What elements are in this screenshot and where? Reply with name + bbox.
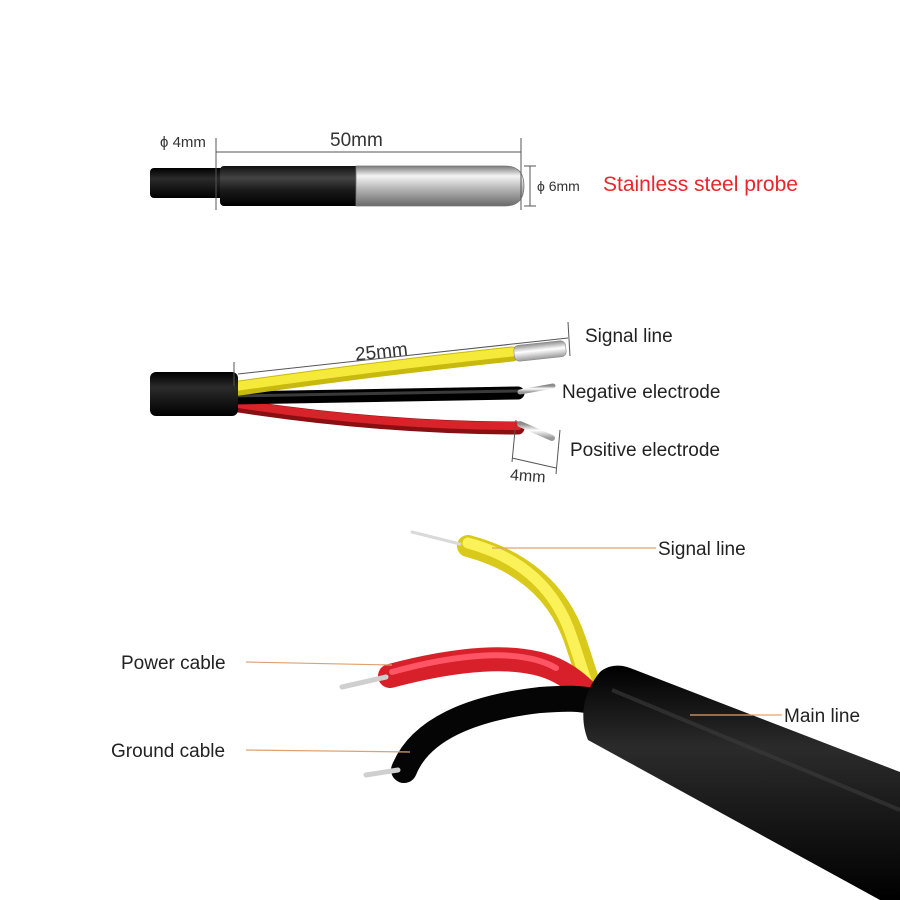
cable-ground-wire — [391, 685, 608, 783]
wire-ends-jacket — [150, 372, 238, 416]
wire-ends-dimension-lines — [233, 321, 571, 475]
probe-lead-diameter-label: ϕ 4mm — [160, 134, 206, 151]
cable-main-label: Main line — [784, 706, 860, 727]
cable-leader-lines — [245, 547, 782, 753]
probe-tip-diameter-label: ϕ 6mm — [537, 178, 580, 194]
cable-signal-wire-tip — [410, 530, 462, 546]
probe-title: Stainless steel probe — [603, 173, 798, 196]
tip-length-label: 4mm — [509, 467, 546, 486]
negative-wire-tip — [517, 383, 556, 395]
cable-power-wire-tip — [339, 674, 389, 690]
cable-ground-label: Ground cable — [111, 741, 225, 762]
probe-lead-cable — [150, 168, 230, 198]
wire-ends-negative-label: Negative electrode — [562, 382, 720, 403]
wire-ends-section: 25mm 4mm Signal line Negative electrode … — [150, 321, 720, 486]
probe-length-label: 50mm — [330, 130, 383, 151]
wire-ends-positive-label: Positive electrode — [570, 440, 720, 461]
signal-wire-tip — [513, 340, 567, 362]
cable-signal-label: Signal line — [658, 539, 746, 560]
probe-dimension-lines — [215, 138, 536, 210]
cable-power-label: Power cable — [121, 653, 226, 674]
probe-steel-tube — [355, 165, 525, 207]
cable-section: Signal line Power cable Ground cable Mai… — [111, 530, 900, 900]
wire-ends-signal-label: Signal line — [585, 326, 673, 347]
probe-sleeve — [220, 166, 360, 206]
cable-ground-wire-tip — [363, 767, 401, 778]
cable-main-jacket — [583, 665, 900, 900]
positive-wire-tip — [517, 421, 555, 441]
negative-wire — [225, 386, 525, 405]
probe-section: ϕ 4mm 50mm ϕ 6mm Stainless steel probe — [150, 130, 798, 210]
